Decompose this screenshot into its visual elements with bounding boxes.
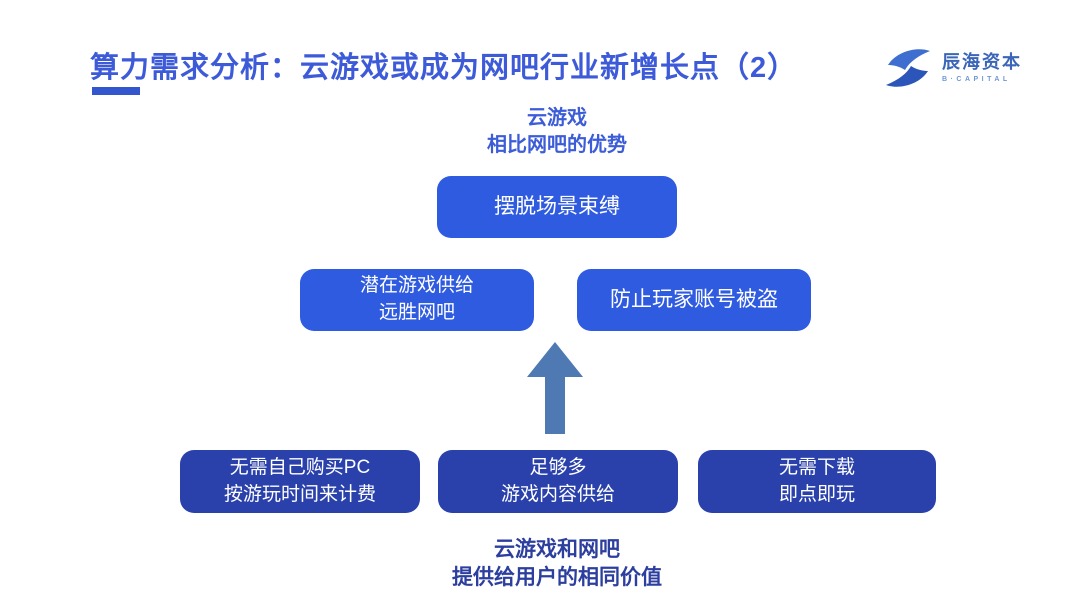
- value-box-no-download: 无需下载 即点即玩: [698, 450, 936, 513]
- value-box-content-line1: 足够多: [529, 456, 587, 478]
- advantage-box-account: 防止玩家账号被盗: [577, 269, 811, 331]
- value-box-no-download-line2: 即点即玩: [778, 483, 855, 505]
- logo-subtitle: B·CAPITAL: [942, 75, 1011, 83]
- top-label-line1: 云游戏: [527, 107, 587, 129]
- value-box-content-line2: 游戏内容供给: [500, 483, 615, 505]
- value-box-no-pc: 无需自己购买PC 按游玩时间来计费: [180, 450, 420, 513]
- value-box-no-pc-line2: 按游玩时间来计费: [223, 483, 376, 505]
- value-box-no-pc-line1: 无需自己购买PC: [229, 456, 371, 478]
- advantage-box-account-text: 防止玩家账号被盗: [610, 288, 778, 312]
- bottom-label-line2: 提供给用户的相同价值: [452, 566, 662, 590]
- bottom-label: 云游戏和网吧 提供给用户的相同价值: [377, 536, 737, 593]
- top-label: 云游戏 相比网吧的优势: [407, 105, 707, 159]
- logo-name: 辰海资本: [942, 51, 1022, 72]
- value-box-no-download-line1: 无需下载: [778, 456, 855, 478]
- title-underline: [92, 87, 140, 95]
- advantage-box-supply-line2: 远胜网吧: [378, 302, 455, 323]
- advantage-box-supply-line1: 潜在游戏供给: [359, 275, 474, 297]
- bottom-label-line1: 云游戏和网吧: [494, 538, 620, 561]
- advantage-box-supply: 潜在游戏供给 远胜网吧: [300, 269, 534, 331]
- top-label-line2: 相比网吧的优势: [487, 134, 627, 156]
- brand-logo: 辰海资本 B·CAPITAL: [882, 44, 1022, 92]
- up-arrow-icon: [527, 342, 583, 434]
- value-box-content: 足够多 游戏内容供给: [438, 450, 678, 513]
- advantage-box-scene: 摆脱场景束缚: [437, 176, 677, 238]
- logo-mark-icon: [882, 44, 934, 92]
- advantage-box-scene-text: 摆脱场景束缚: [494, 195, 620, 219]
- page-title: 算力需求分析：云游戏或成为网吧行业新增长点（2）: [90, 52, 798, 84]
